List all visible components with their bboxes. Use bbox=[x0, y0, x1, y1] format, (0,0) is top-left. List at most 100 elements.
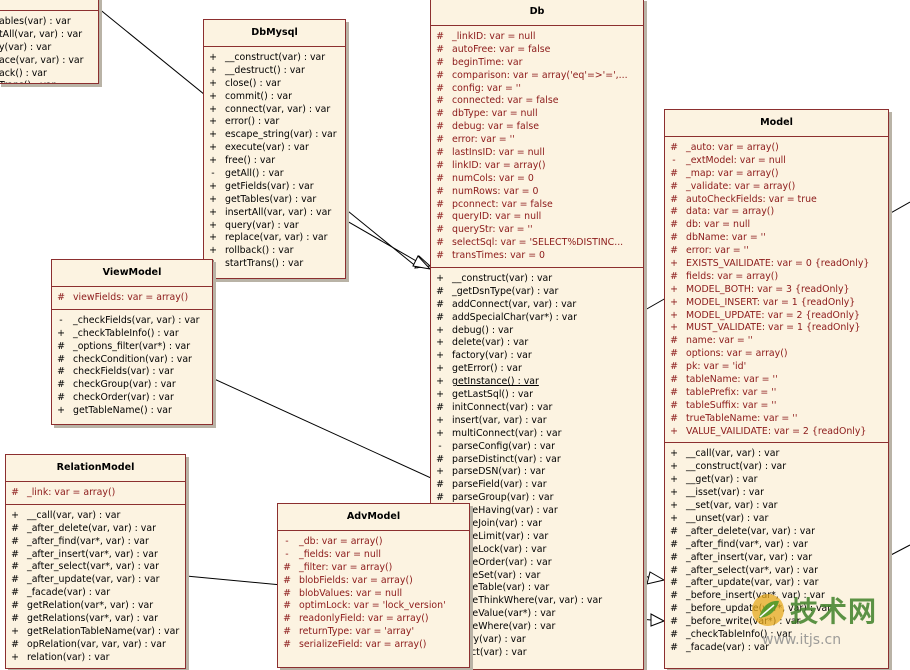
operation-row[interactable]: #_facade(var) : var bbox=[665, 642, 888, 655]
operation-row[interactable]: -getAll() : var bbox=[204, 168, 345, 181]
attribute-row[interactable]: #pk: var = 'id' bbox=[665, 361, 888, 374]
operation-row[interactable]: #_checkTableInfo() : var bbox=[665, 629, 888, 642]
operation-row[interactable]: +__destruct() : var bbox=[204, 65, 345, 78]
operation-row[interactable]: Trans() : var bbox=[0, 80, 98, 83]
operation-row[interactable]: #opRelation(var, var, var) : var bbox=[6, 639, 185, 652]
attribute-row[interactable]: #dbType: var = null bbox=[431, 108, 643, 121]
operation-row[interactable]: #_after_insert(var*, var) : var bbox=[6, 549, 185, 562]
attribute-row[interactable]: #debug: var = false bbox=[431, 121, 643, 134]
attribute-row[interactable]: #_auto: var = array() bbox=[665, 142, 888, 155]
attribute-row[interactable]: #_linkID: var = null bbox=[431, 31, 643, 44]
operation-row[interactable]: #addConnect(var, var) : var bbox=[431, 299, 643, 312]
attribute-row[interactable]: #db: var = null bbox=[665, 219, 888, 232]
attribute-row[interactable]: -_db: var = array() bbox=[278, 536, 469, 549]
operation-row[interactable]: #_before_update(var*, var) : var bbox=[665, 603, 888, 616]
attribute-row[interactable]: #queryID: var = null bbox=[431, 211, 643, 224]
attribute-row[interactable]: +VALUE_VAILIDATE: var = 2 {readOnly} bbox=[665, 426, 888, 439]
operation-row[interactable]: +__unset(var) : var bbox=[665, 513, 888, 526]
operation-row[interactable]: +rollback() : var bbox=[204, 245, 345, 258]
operation-row[interactable]: +free() : var bbox=[204, 155, 345, 168]
attribute-row[interactable]: #tablePrefix: var = '' bbox=[665, 387, 888, 400]
operation-row[interactable]: +parseDSN(var) : var bbox=[431, 466, 643, 479]
operation-row[interactable]: +escape_string(var) : var bbox=[204, 129, 345, 142]
operation-row[interactable]: +__set(var, var) : var bbox=[665, 500, 888, 513]
operation-row[interactable]: +debug() : var bbox=[431, 325, 643, 338]
attribute-row[interactable]: #returnType: var = 'array' bbox=[278, 626, 469, 639]
attribute-row[interactable]: #_map: var = array() bbox=[665, 168, 888, 181]
attribute-row[interactable]: #readonlyField: var = array() bbox=[278, 613, 469, 626]
operation-row[interactable]: -parseConfig(var) : var bbox=[431, 441, 643, 454]
attribute-row[interactable]: +EXISTS_VAILIDATE: var = 0 {readOnly} bbox=[665, 258, 888, 271]
operation-row[interactable]: ace(var, var) : var bbox=[0, 55, 98, 68]
operation-row[interactable]: #getRelations(var*, var) : var bbox=[6, 613, 185, 626]
attribute-row[interactable]: #viewFields: var = array() bbox=[52, 292, 212, 305]
operation-row[interactable]: +connect(var, var) : var bbox=[204, 104, 345, 117]
operation-row[interactable]: #_after_select(var*, var) : var bbox=[665, 565, 888, 578]
operation-row[interactable]: +query(var) : var bbox=[204, 220, 345, 233]
class-box-advmodel[interactable]: AdvModel-_db: var = array()-_fields: var… bbox=[277, 503, 470, 668]
operation-row[interactable]: +getTables(var) : var bbox=[204, 194, 345, 207]
operation-row[interactable]: #_before_insert(var*, var) : var bbox=[665, 590, 888, 603]
operation-row[interactable]: #parseField(var) : var bbox=[431, 479, 643, 492]
attribute-row[interactable]: #blobFields: var = array() bbox=[278, 575, 469, 588]
attribute-row[interactable]: #lastInsID: var = null bbox=[431, 147, 643, 160]
operation-row[interactable]: #_after_find(var*, var) : var bbox=[6, 536, 185, 549]
operation-row[interactable]: #_after_find(var*, var) : var bbox=[665, 539, 888, 552]
operation-row[interactable]: +_checkTableInfo() : var bbox=[52, 328, 212, 341]
operation-row[interactable]: ack() : var bbox=[0, 68, 98, 81]
operation-row[interactable]: #getRelation(var*, var) : var bbox=[6, 600, 185, 613]
operation-row[interactable]: #initConnect(var) : var bbox=[431, 402, 643, 415]
attribute-row[interactable]: #_validate: var = array() bbox=[665, 181, 888, 194]
attribute-row[interactable]: +MODEL_INSERT: var = 1 {readOnly} bbox=[665, 297, 888, 310]
operation-row[interactable]: +__construct(var) : var bbox=[431, 273, 643, 286]
attribute-row[interactable]: #name: var = '' bbox=[665, 335, 888, 348]
attribute-row[interactable]: #_filter: var = array() bbox=[278, 562, 469, 575]
attribute-row[interactable]: #connected: var = false bbox=[431, 95, 643, 108]
attribute-row[interactable]: +MUST_VALIDATE: var = 1 {readOnly} bbox=[665, 322, 888, 335]
operation-row[interactable]: +insertAll(var, var) : var bbox=[204, 207, 345, 220]
operation-row[interactable]: #_after_update(var, var) : var bbox=[665, 577, 888, 590]
operation-row[interactable]: +error() : var bbox=[204, 116, 345, 129]
operation-row[interactable]: #parseDistinct(var) : var bbox=[431, 454, 643, 467]
attribute-row[interactable]: #linkID: var = array() bbox=[431, 160, 643, 173]
operation-row[interactable]: +__construct(var) : var bbox=[204, 52, 345, 65]
operation-row[interactable]: y(var) : var bbox=[0, 42, 98, 55]
attribute-row[interactable]: +MODEL_BOTH: var = 3 {readOnly} bbox=[665, 284, 888, 297]
operation-row[interactable]: +getError() : var bbox=[431, 363, 643, 376]
operation-row[interactable]: #checkGroup(var) : var bbox=[52, 379, 212, 392]
attribute-row[interactable]: #tableSuffix: var = '' bbox=[665, 400, 888, 413]
attribute-row[interactable]: #autoFree: var = false bbox=[431, 44, 643, 57]
attribute-row[interactable]: #beginTime: var bbox=[431, 57, 643, 70]
operation-row[interactable]: +commit() : var bbox=[204, 91, 345, 104]
operation-row[interactable]: +startTrans() : var bbox=[204, 258, 345, 271]
operation-row[interactable]: #addSpecialChar(var*) : var bbox=[431, 312, 643, 325]
operation-row[interactable]: #_after_insert(var, var) : var bbox=[665, 552, 888, 565]
class-box-relationmodel[interactable]: RelationModel#_link: var = array()+__cal… bbox=[5, 454, 186, 669]
attribute-row[interactable]: #comparison: var = array('eq'=>'=',... bbox=[431, 70, 643, 83]
attribute-row[interactable]: #selectSql: var = 'SELECT%DISTINC... bbox=[431, 237, 643, 250]
operation-row[interactable]: #_after_select(var*, var) : var bbox=[6, 561, 185, 574]
operation-row[interactable]: +getFields(var) : var bbox=[204, 181, 345, 194]
attribute-row[interactable]: -_fields: var = null bbox=[278, 549, 469, 562]
class-box-dbmysql[interactable]: DbMysql+__construct(var) : var+__destruc… bbox=[203, 19, 346, 279]
operation-row[interactable]: +multiConnect(var) : var bbox=[431, 428, 643, 441]
attribute-row[interactable]: #pconnect: var = false bbox=[431, 199, 643, 212]
operation-row[interactable]: #_facade(var) : var bbox=[6, 587, 185, 600]
operation-row[interactable]: +execute(var) : var bbox=[204, 142, 345, 155]
operation-row[interactable]: #checkCondition(var) : var bbox=[52, 354, 212, 367]
operation-row[interactable]: +__construct(var) : var bbox=[665, 461, 888, 474]
attribute-row[interactable]: #dbName: var = '' bbox=[665, 232, 888, 245]
operation-row[interactable]: +__get(var) : var bbox=[665, 474, 888, 487]
attribute-row[interactable]: #optimLock: var = 'lock_version' bbox=[278, 600, 469, 613]
class-box-model[interactable]: Model#_auto: var = array()-_extModel: va… bbox=[664, 109, 889, 669]
attribute-row[interactable]: #_link: var = array() bbox=[6, 487, 185, 500]
operation-row[interactable]: +getInstance() : var bbox=[431, 376, 643, 389]
operation-row[interactable]: +__call(var, var) : var bbox=[6, 510, 185, 523]
operation-row[interactable]: #checkOrder(var) : var bbox=[52, 392, 212, 405]
operation-row[interactable]: #_after_delete(var, var) : var bbox=[665, 526, 888, 539]
attribute-row[interactable]: +MODEL_UPDATE: var = 2 {readOnly} bbox=[665, 310, 888, 323]
attribute-row[interactable]: #error: var = '' bbox=[665, 245, 888, 258]
attribute-row[interactable]: #data: var = array() bbox=[665, 206, 888, 219]
attribute-row[interactable]: #numRows: var = 0 bbox=[431, 186, 643, 199]
